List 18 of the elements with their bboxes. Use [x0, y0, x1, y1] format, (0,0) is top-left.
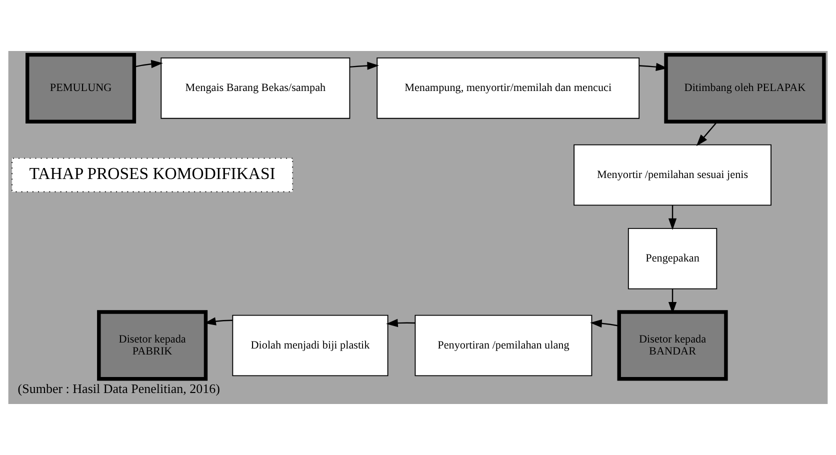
- node-box: PEMULUNG: [26, 52, 136, 124]
- arrow: [350, 62, 379, 70]
- node-box: Pengepakan: [628, 228, 718, 290]
- arrow: [590, 319, 620, 328]
- node-box: Disetor kepada PABRIK: [97, 310, 208, 381]
- node-box: Ditimbang oleh PELAPAK: [664, 52, 826, 124]
- node-box: Menyortir /pemilahan sesuai jenis: [574, 144, 772, 206]
- arrow: [134, 60, 163, 68]
- arrow: [386, 318, 416, 328]
- arrow: [696, 121, 718, 146]
- arrow: [668, 205, 677, 230]
- node-box: Diolah menjadi biji plastik: [232, 314, 388, 376]
- node-box: Mengais Barang Bekas/sampah: [160, 58, 350, 119]
- caption: (Sumber : Hasil Data Penelitian, 2016): [18, 381, 220, 396]
- node-box: Disetor kepada BANDAR: [617, 310, 728, 381]
- node-box: TAHAP PROSES KOMODIFIKASI: [12, 158, 294, 192]
- node-box: Penyortiran /pemilahan ulang: [414, 314, 592, 376]
- node-box: Menampung, menyortir/memilah dan mencuci: [376, 58, 640, 119]
